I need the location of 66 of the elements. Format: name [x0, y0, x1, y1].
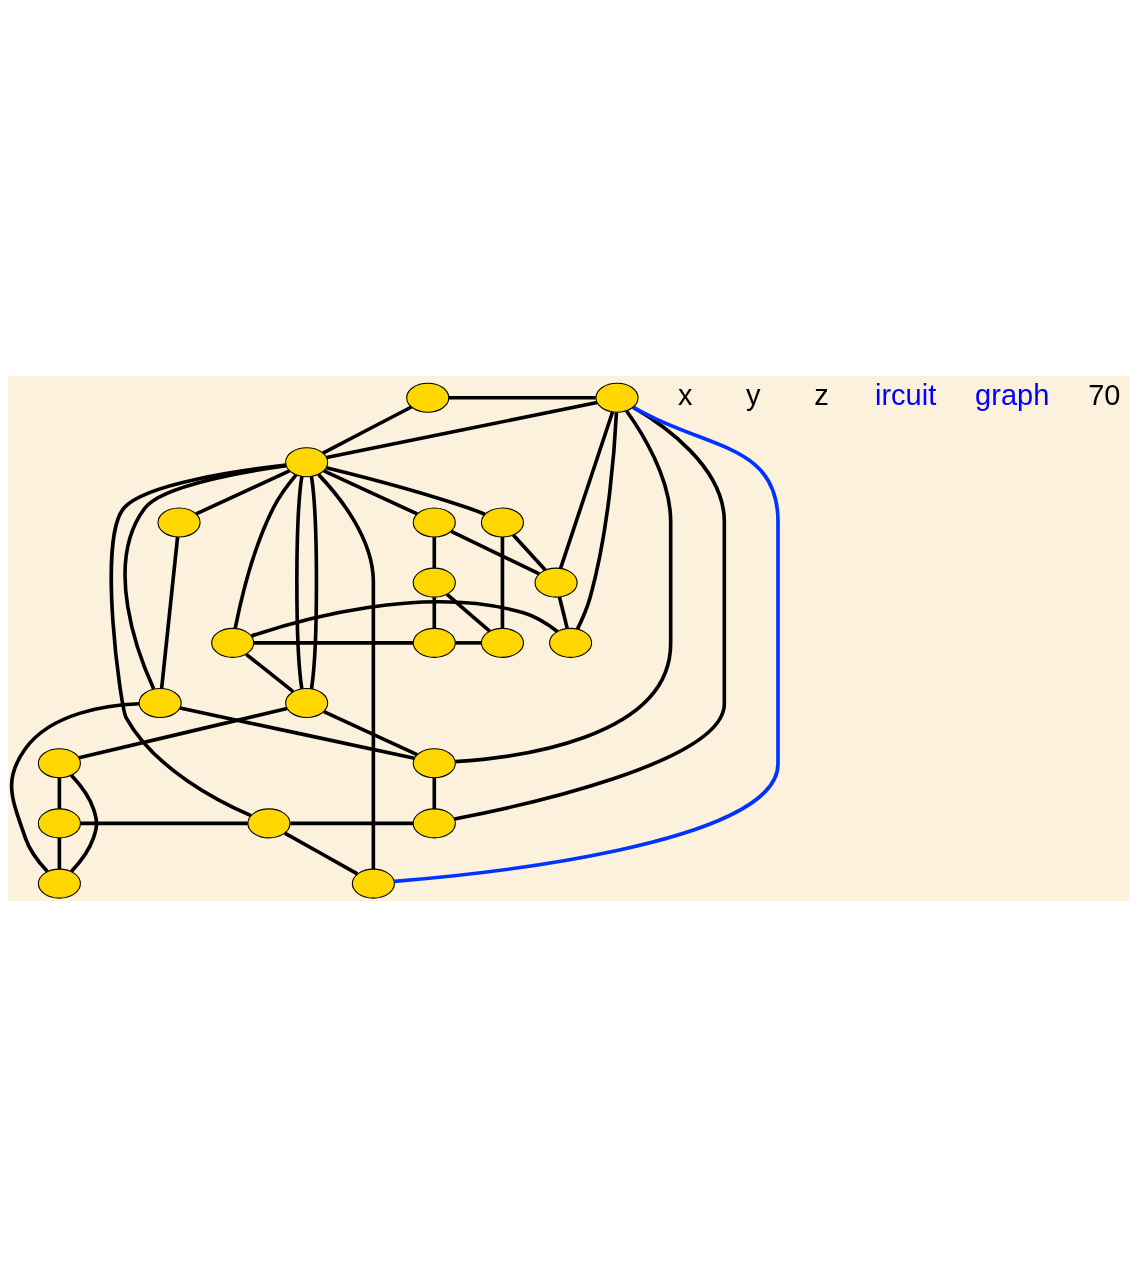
node-ellipse [412, 748, 456, 779]
connector [432, 597, 437, 629]
connector [322, 405, 413, 455]
connector [9, 701, 140, 873]
node-ellipse [157, 507, 201, 538]
connector [511, 533, 547, 572]
node-ellipse [534, 567, 578, 598]
node-ellipse [247, 808, 291, 839]
node-ellipse [412, 627, 456, 658]
connector [454, 405, 727, 821]
node-ellipse [412, 808, 456, 839]
connector [500, 537, 505, 629]
connector [233, 473, 298, 629]
node-ellipse [412, 507, 456, 538]
node-ellipse [285, 447, 329, 478]
connector [290, 821, 414, 826]
connector [455, 641, 482, 645]
connector [448, 395, 596, 400]
connector [70, 774, 99, 873]
connector [432, 537, 437, 569]
node-ellipse [37, 808, 81, 839]
node-ellipse [412, 567, 456, 598]
connector [283, 831, 359, 876]
label: ircuit [875, 379, 937, 412]
connector [78, 706, 288, 760]
connector [323, 710, 418, 757]
node-ellipse [285, 688, 329, 719]
node-ellipse [549, 627, 593, 658]
connector [253, 641, 414, 645]
label: z [814, 379, 829, 412]
connector [195, 469, 291, 516]
label: y [746, 379, 761, 412]
connector [159, 536, 180, 689]
node-ellipse [480, 507, 524, 538]
connector [557, 596, 569, 629]
connector [450, 529, 541, 576]
label: x [677, 379, 693, 412]
connector [432, 777, 437, 809]
connector [57, 838, 62, 870]
connector [80, 821, 248, 826]
node-ellipse [37, 868, 81, 899]
connector [445, 593, 491, 633]
connector [245, 652, 295, 694]
connector [250, 600, 559, 638]
connector [394, 405, 780, 884]
connector [295, 476, 304, 690]
node-ellipse [37, 748, 81, 779]
node-ellipse [480, 627, 524, 658]
node-ellipse [595, 382, 639, 413]
connector [326, 400, 598, 460]
connector [179, 706, 415, 760]
node-ellipse [351, 868, 395, 899]
node-ellipse [211, 627, 255, 658]
connector [317, 473, 376, 869]
connector [309, 476, 319, 690]
connector [323, 469, 418, 516]
connector [325, 465, 486, 516]
connector [455, 409, 673, 764]
node-ellipse [138, 688, 182, 719]
node-ellipse [406, 382, 450, 413]
label: 70 [1088, 379, 1121, 412]
connector [57, 777, 62, 809]
connector [575, 412, 619, 630]
connector [109, 463, 287, 818]
connector [558, 411, 615, 569]
label: graph [975, 379, 1050, 412]
